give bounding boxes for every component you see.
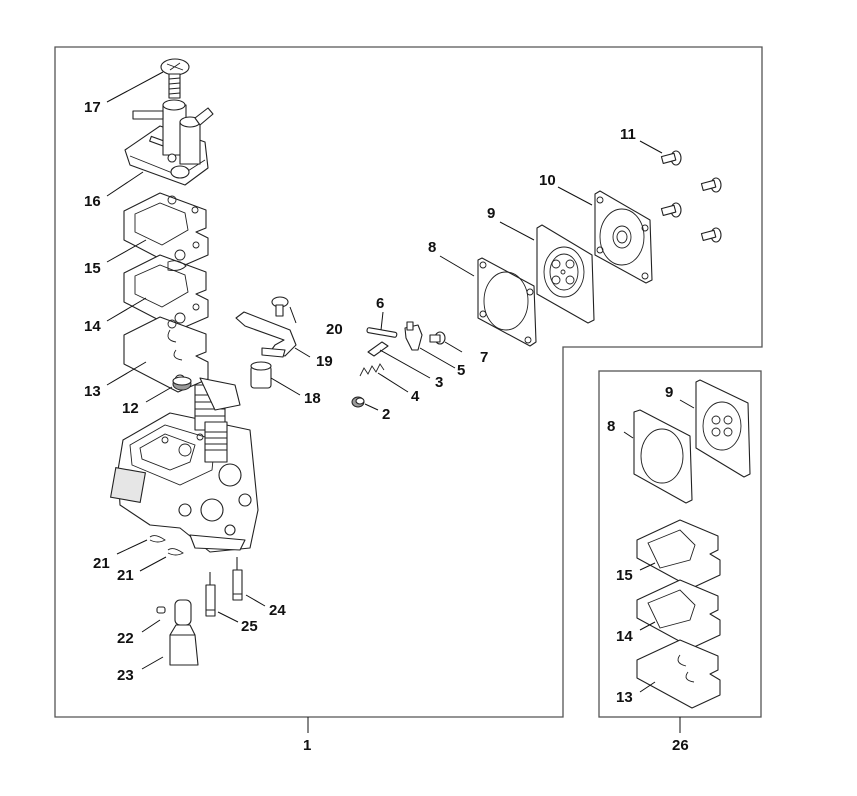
pin-part-6 xyxy=(366,327,398,338)
callout-24[interactable]: 24 xyxy=(269,602,286,619)
kit-gasket-part-14 xyxy=(636,579,721,649)
callout-4[interactable]: 4 xyxy=(411,388,420,405)
pump-cover-part-16 xyxy=(124,99,214,186)
callout-10[interactable]: 10 xyxy=(539,172,556,189)
screws-part-11 xyxy=(660,150,722,243)
needle-part-3 xyxy=(367,341,389,357)
kit-callout-9[interactable]: 9 xyxy=(665,384,673,401)
adjustment-screw-part-24 xyxy=(232,557,243,601)
kit-callout-15[interactable]: 15 xyxy=(616,567,633,584)
diaphragm-part-9 xyxy=(536,224,595,324)
callout-14[interactable]: 14 xyxy=(84,318,101,335)
callout-20[interactable]: 20 xyxy=(326,321,343,338)
callout-3[interactable]: 3 xyxy=(435,374,443,391)
kit-callout-8[interactable]: 8 xyxy=(607,418,615,435)
kit-gasket-part-15 xyxy=(636,519,721,589)
diaphragm-cover-part-10 xyxy=(594,190,653,284)
callout-1[interactable]: 1 xyxy=(303,737,311,754)
callout-6[interactable]: 6 xyxy=(376,295,384,312)
callout-22[interactable]: 22 xyxy=(117,630,134,647)
screw-part-7 xyxy=(429,331,446,345)
callout-26[interactable]: 26 xyxy=(672,737,689,754)
main-assembly-frame xyxy=(54,46,763,718)
kit-callout-14[interactable]: 14 xyxy=(616,628,633,645)
cap-part-2 xyxy=(351,396,365,408)
screw-part-20 xyxy=(271,296,289,317)
callout-21b[interactable]: 21 xyxy=(117,567,134,584)
callout-19[interactable]: 19 xyxy=(316,353,333,370)
clips-part-21 xyxy=(149,535,184,556)
callout-5[interactable]: 5 xyxy=(457,362,465,379)
gasket-part-8 xyxy=(477,257,537,347)
callout-7[interactable]: 7 xyxy=(480,349,488,366)
plug-part-22 xyxy=(156,606,166,614)
callout-9[interactable]: 9 xyxy=(487,205,495,222)
spring-part-4 xyxy=(359,363,385,377)
callout-8[interactable]: 8 xyxy=(428,239,436,256)
callout-23[interactable]: 23 xyxy=(117,667,134,684)
gasket-part-13 xyxy=(123,316,209,393)
adjustment-screw-part-25 xyxy=(205,572,216,617)
kit-gasket-part-13 xyxy=(636,639,721,709)
inlet-needle-part-5 xyxy=(404,321,423,351)
screw-part-17 xyxy=(160,58,190,99)
callout-13[interactable]: 13 xyxy=(84,383,101,400)
callout-16[interactable]: 16 xyxy=(84,193,101,210)
gasket-part-15 xyxy=(123,192,209,269)
callout-18[interactable]: 18 xyxy=(304,390,321,407)
callout-15[interactable]: 15 xyxy=(84,260,101,277)
gasket-part-14 xyxy=(123,254,209,331)
callout-17[interactable]: 17 xyxy=(84,99,101,116)
callout-11[interactable]: 11 xyxy=(620,126,636,143)
cap-part-23 xyxy=(169,599,199,666)
kit-callout-13[interactable]: 13 xyxy=(616,689,633,706)
lever-part-19 xyxy=(235,311,297,358)
callout-2[interactable]: 2 xyxy=(382,406,390,423)
kit-diaphragm-part-9 xyxy=(695,379,751,478)
callout-21a[interactable]: 21 xyxy=(93,555,110,572)
callout-12[interactable]: 12 xyxy=(122,400,139,417)
leader-lines xyxy=(106,71,695,693)
kit-gasket-part-8 xyxy=(633,409,693,504)
carburetor-body xyxy=(109,377,259,553)
sleeve-part-18 xyxy=(250,361,272,389)
callout-25[interactable]: 25 xyxy=(241,618,258,635)
filter-screen-part-12 xyxy=(172,376,192,391)
